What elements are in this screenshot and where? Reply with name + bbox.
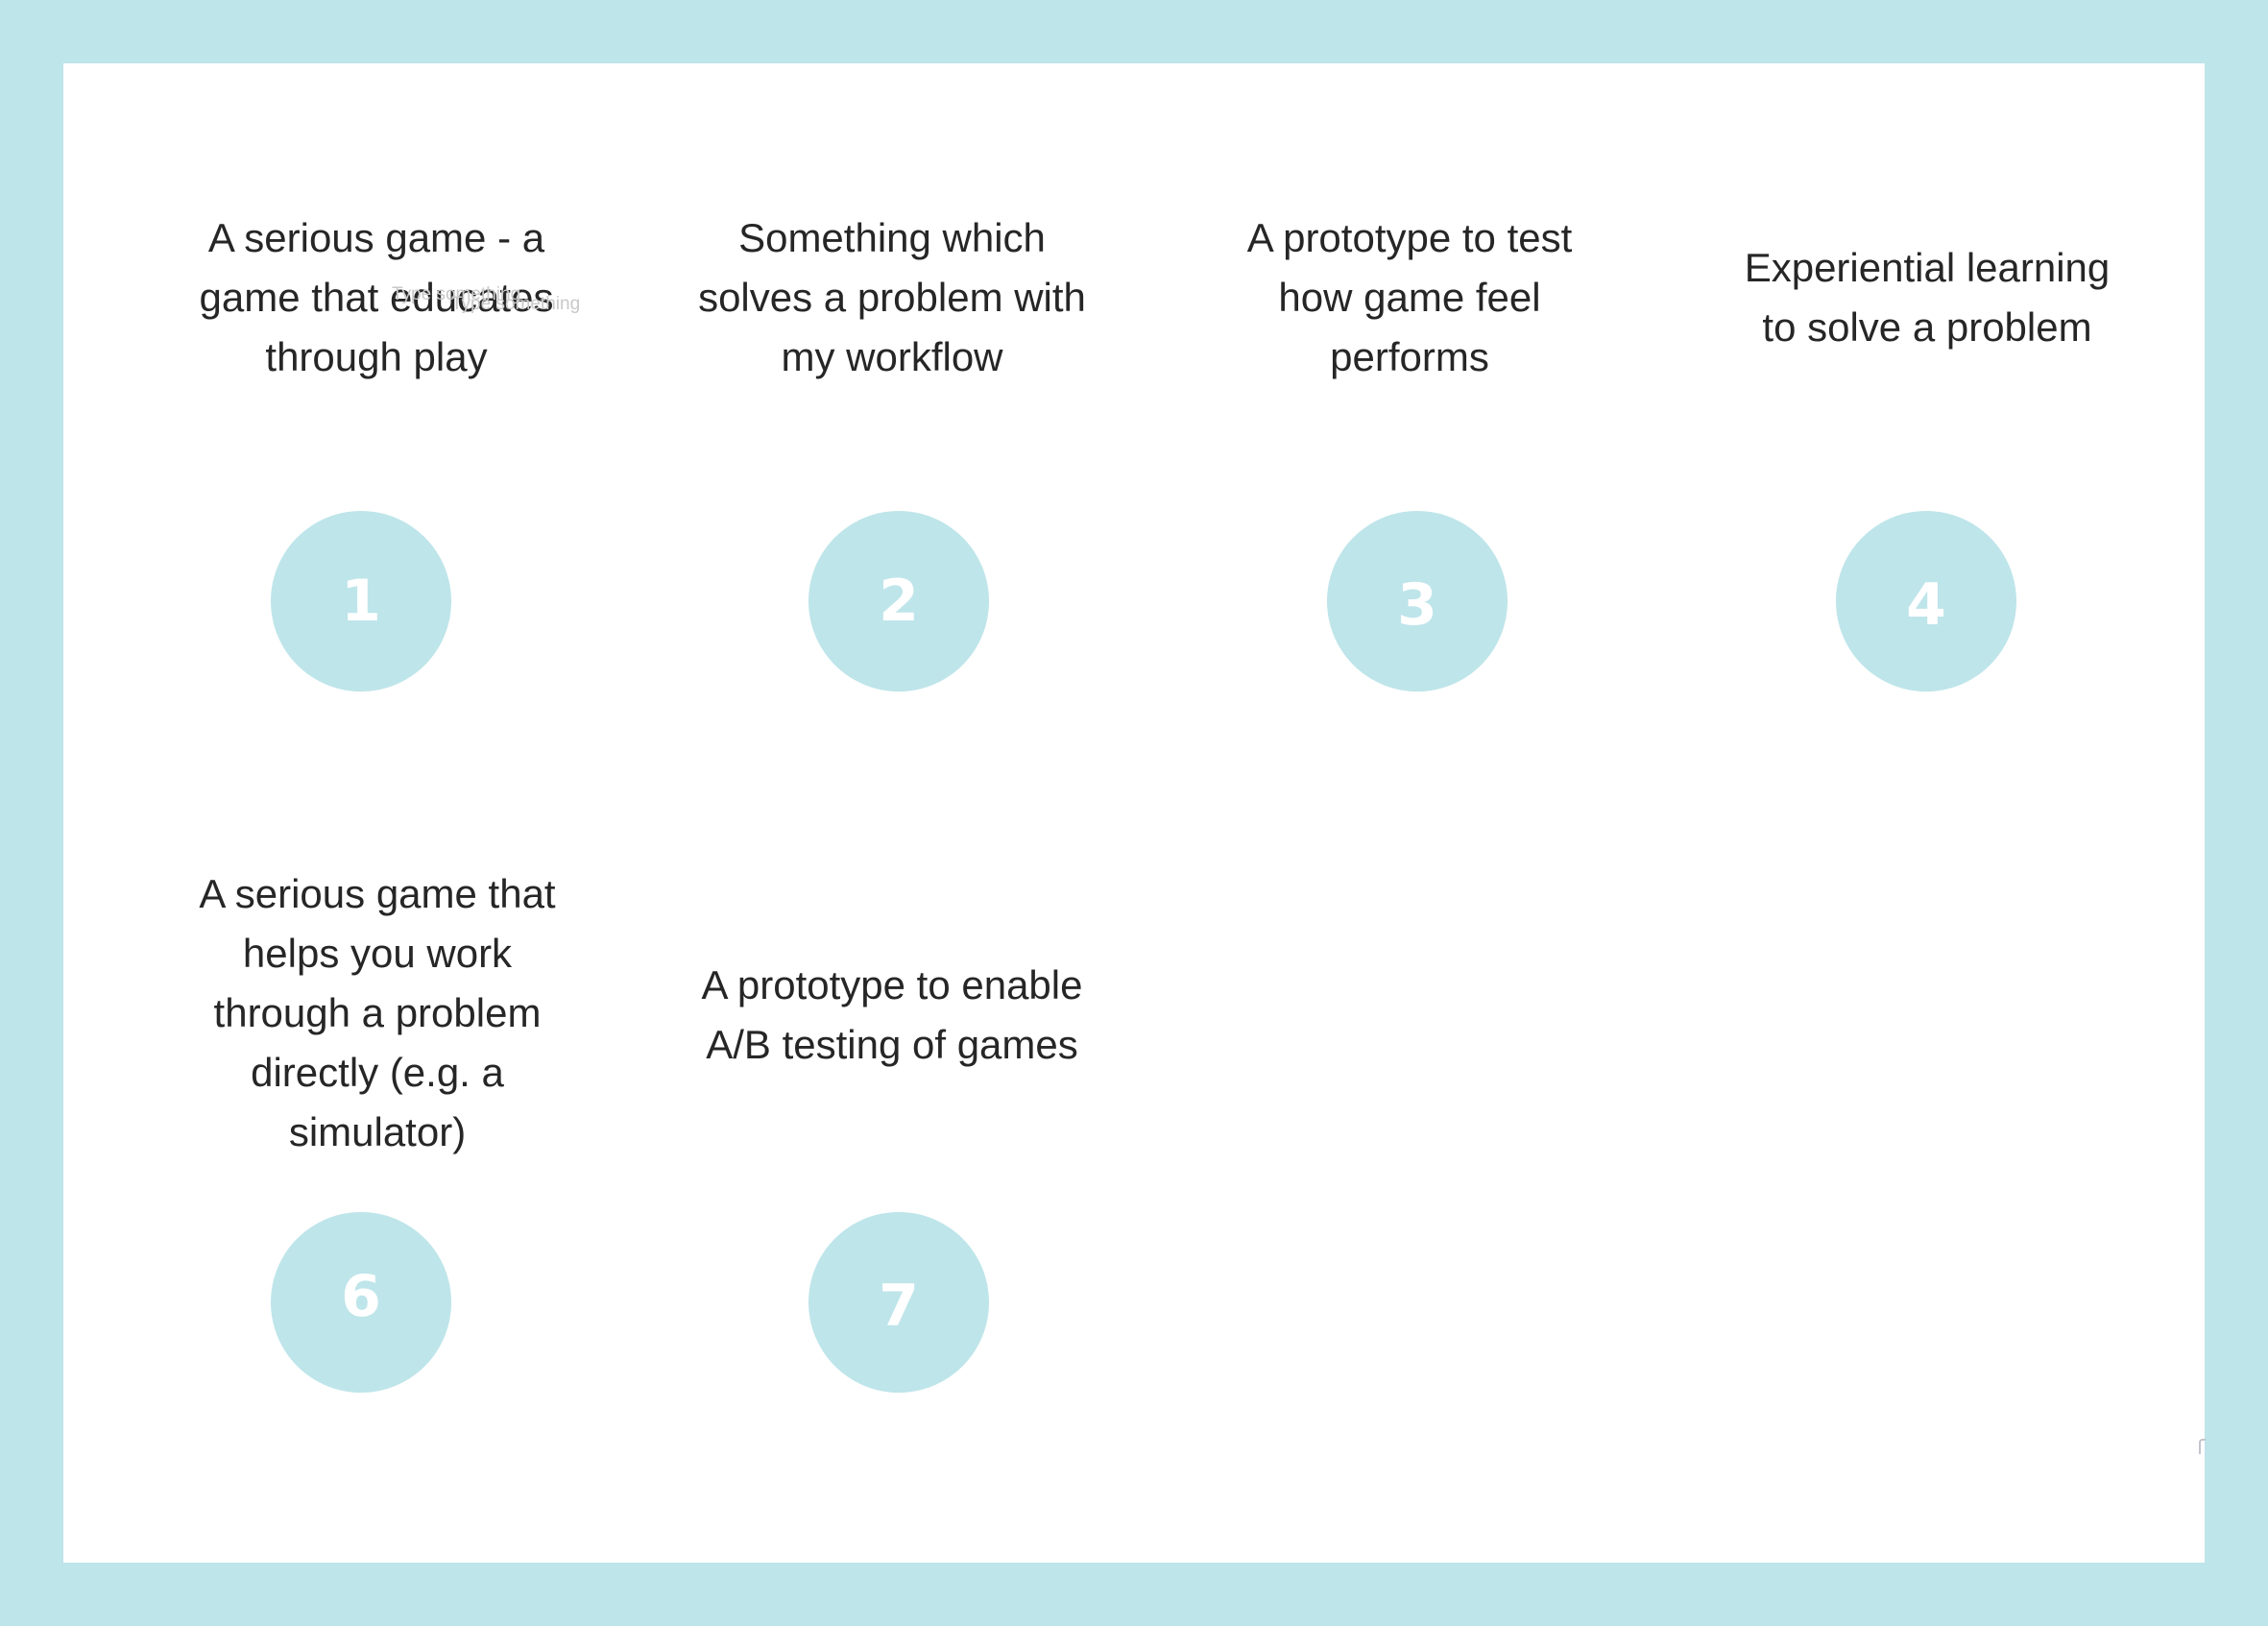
placeholder-text: Type something [451, 294, 581, 314]
number-label: 6 [341, 1263, 381, 1330]
card-3-text[interactable]: A prototype to test how game feel perfor… [1246, 215, 1573, 379]
placeholder-text: Type something [392, 284, 521, 304]
number-label: 4 [1906, 571, 1946, 639]
number-label: 7 [879, 1273, 919, 1340]
number-badge-4: 4 [1836, 511, 2016, 692]
number-badge-3: 3 [1327, 511, 1508, 692]
number-label: 3 [1397, 571, 1437, 639]
number-badge-7: 7 [808, 1212, 989, 1393]
number-label: 2 [879, 568, 919, 635]
number-label: 1 [341, 568, 381, 635]
number-badge-1: 1 [271, 511, 451, 692]
card-7-text[interactable]: A prototype to enable A/B testing of gam… [701, 962, 1083, 1067]
card-1-text[interactable]: A serious game - a game that educates th… [199, 215, 554, 379]
number-badge-6: 6 [271, 1212, 451, 1393]
card-2-text[interactable]: Something which solves a problem with my… [698, 215, 1086, 379]
card-4-text[interactable]: Experiential learning to solve a problem [1744, 245, 2111, 350]
number-badge-2: 2 [808, 511, 989, 692]
card-6-text[interactable]: A serious game that helps you work throu… [199, 871, 556, 1154]
resize-handle-icon[interactable] [2199, 1439, 2206, 1454]
